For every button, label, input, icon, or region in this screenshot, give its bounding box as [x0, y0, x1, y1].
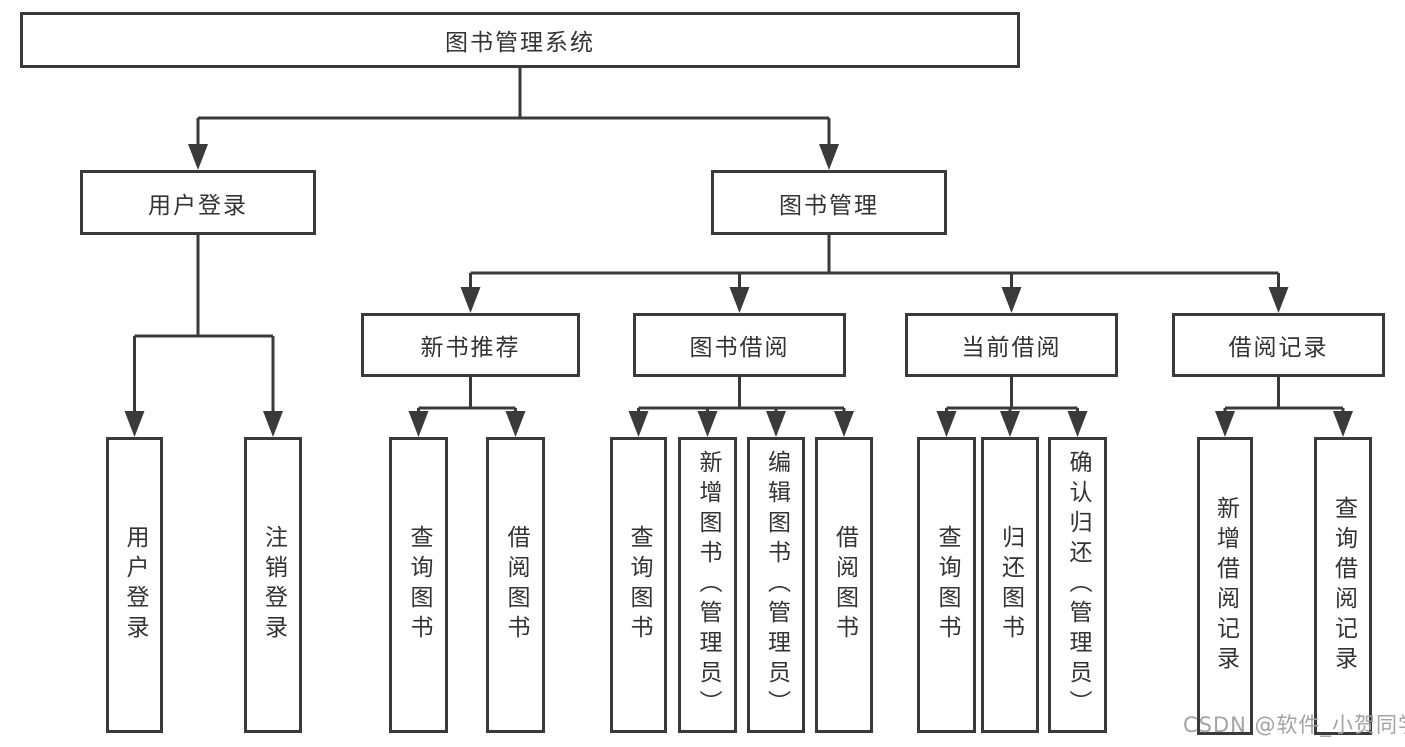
node-new-book-recommend-label: 新书推荐: [420, 335, 521, 361]
leaf-query-books-3-label: 查询图书: [934, 525, 960, 645]
leaf-confirm-return-admin: 确认归还（管理员）: [1048, 437, 1107, 733]
node-library-management-system: 图书管理系统: [20, 12, 1020, 68]
node-new-book-recommend: 新书推荐: [361, 313, 580, 377]
node-book-management: 图书管理: [711, 170, 947, 235]
node-user-login: 用户登录: [80, 170, 316, 235]
leaf-query-books-2: 查询图书: [610, 437, 667, 733]
arrowheads: [124, 144, 1353, 437]
leaf-add-books-admin: 新增图书（管理员）: [678, 437, 737, 733]
node-borrowing-records-label: 借阅记录: [1228, 335, 1329, 361]
leaf-borrow-books-2-label: 借阅图书: [831, 525, 858, 645]
leaf-query-borrow-record-label: 查询借阅记录: [1330, 496, 1357, 676]
leaf-query-borrow-record: 查询借阅记录: [1314, 437, 1372, 735]
leaf-return-books: 归还图书: [981, 437, 1039, 733]
leaf-query-books-1: 查询图书: [389, 437, 448, 733]
leaf-borrow-books-1-label: 借阅图书: [503, 525, 529, 645]
csdn-watermark: CSDN @软件_小贺同学: [1183, 713, 1405, 737]
leaf-query-books-1-label: 查询图书: [406, 525, 432, 645]
leaf-query-books-3: 查询图书: [917, 437, 976, 733]
leaf-edit-books-admin: 编辑图书（管理员）: [747, 437, 805, 733]
leaf-borrow-books-2: 借阅图书: [815, 437, 873, 733]
node-current-borrowing: 当前借阅: [905, 313, 1118, 377]
leaf-add-borrow-record: 新增借阅记录: [1197, 437, 1253, 735]
node-current-borrowing-label: 当前借阅: [961, 335, 1062, 361]
leaf-borrow-books-1: 借阅图书: [486, 437, 545, 733]
leaf-user-login-label: 用户登录: [122, 525, 148, 645]
leaf-edit-books-admin-label: 编辑图书（管理员）: [763, 450, 790, 720]
node-book-borrowing-label: 图书借阅: [689, 335, 790, 361]
node-library-management-system-label: 图书管理系统: [445, 30, 595, 56]
leaf-add-borrow-record-label: 新增借阅记录: [1212, 496, 1239, 676]
leaf-query-books-2-label: 查询图书: [626, 525, 652, 645]
node-book-management-label: 图书管理: [779, 192, 879, 219]
leaf-logout-label: 注销登录: [260, 525, 287, 645]
leaf-confirm-return-admin-label: 确认归还（管理员）: [1065, 450, 1091, 720]
leaf-return-books-label: 归还图书: [997, 525, 1024, 645]
node-borrowing-records: 借阅记录: [1172, 313, 1385, 377]
leaf-logout: 注销登录: [244, 437, 302, 733]
node-book-borrowing: 图书借阅: [633, 313, 846, 377]
node-user-login-label: 用户登录: [148, 192, 248, 219]
leaf-user-login: 用户登录: [106, 437, 163, 733]
leaf-add-books-admin-label: 新增图书（管理员）: [695, 450, 721, 720]
